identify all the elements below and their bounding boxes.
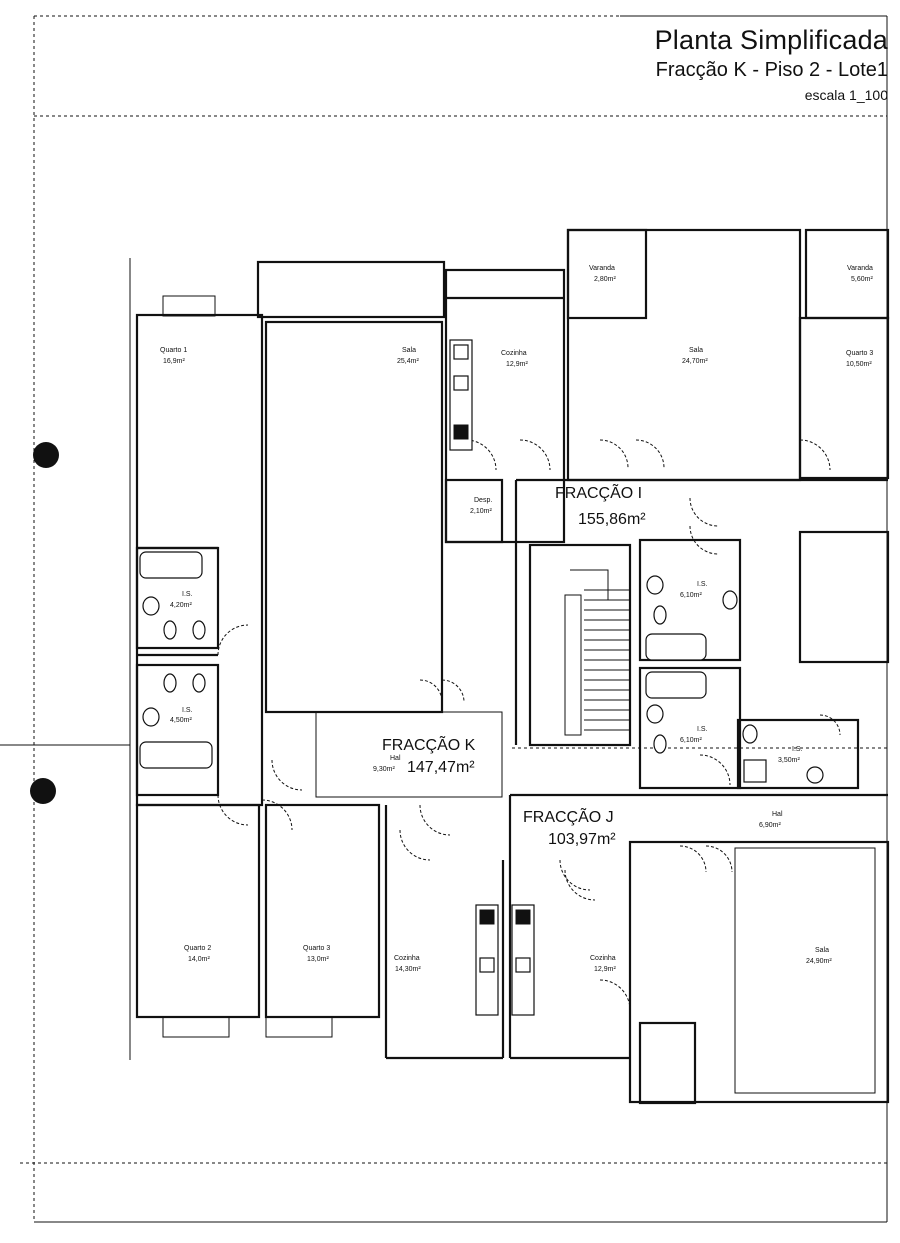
stair-treads (564, 569, 630, 736)
room-area-desp: 2,10m² (470, 508, 492, 515)
room-name-varanda-1: Varanda (589, 265, 615, 272)
room-name-desp: Desp. (474, 497, 492, 504)
room-name-is-i1: I.S. (697, 581, 708, 588)
room-area-cozinha-top: 12,9m² (506, 361, 528, 368)
room-area-sala-k: 25,4m² (397, 358, 419, 365)
title-block: Planta Simplificada Fracção K - Piso 2 -… (655, 24, 888, 106)
plan-subtitle: Fracção K - Piso 2 - Lote1 (655, 59, 888, 81)
room-name-quarto3-k: Quarto 3 (303, 945, 330, 952)
plan-scale: escala 1_100 (804, 87, 888, 103)
room-area-is-i2: 6,10m² (680, 737, 702, 744)
walls (129, 228, 890, 1105)
room-area-varanda-2: 5,60m² (851, 276, 873, 283)
fraction-labels: FRACÇÃO I 155,86m² FRACÇÃO K 147,47m² FR… (382, 482, 646, 848)
room-area-is-i1: 6,10m² (680, 592, 702, 599)
room-area-is-k1: 4,20m² (170, 602, 192, 609)
room-name-is-k1: I.S. (182, 591, 193, 598)
room-area-hall-j: 6,90m² (759, 822, 781, 829)
room-name-hall-k: Hal (390, 755, 401, 762)
room-name-hall-j: Hal (772, 811, 783, 818)
sheet-frame (0, 15, 888, 1223)
room-name-is-k2: I.S. (182, 707, 193, 714)
room-name-cozinha-j: Cozinha (590, 955, 616, 962)
plan-title: Planta Simplificada (654, 25, 888, 55)
room-name-sala-k: Sala (402, 347, 416, 354)
room-name-cozinha-top: Cozinha (501, 350, 527, 357)
room-area-quarto3-k: 13,0m² (307, 956, 329, 963)
room-labels: Quarto 1 16,9m² Sala 25,4m² Cozinha 12,9… (160, 265, 873, 973)
room-area-sala-i: 24,70m² (682, 358, 708, 365)
room-name-sala-j: Sala (815, 947, 829, 954)
room-area-cozinha-j: 12,9m² (594, 966, 616, 973)
room-name-is-j: I.S. (792, 746, 803, 753)
room-area-quarto2: 14,0m² (188, 956, 210, 963)
fraction-i-area: 155,86m² (578, 511, 646, 528)
fraction-k-area: 147,47m² (407, 759, 475, 776)
room-name-quarto1: Quarto 1 (160, 347, 187, 354)
room-name-cozinha-k: Cozinha (394, 955, 420, 962)
room-area-sala-j: 24,90m² (806, 958, 832, 965)
room-area-is-j: 3,50m² (778, 757, 800, 764)
punch-hole-top (33, 442, 59, 468)
door-swings (217, 439, 841, 1011)
fraction-j-label: FRACÇÃO J (523, 806, 614, 826)
room-name-quarto2: Quarto 2 (184, 945, 211, 952)
room-name-sala-i: Sala (689, 347, 703, 354)
room-area-cozinha-k: 14,30m² (395, 966, 421, 973)
room-area-quarto3-i: 10,50m² (846, 361, 872, 368)
room-name-varanda-2: Varanda (847, 265, 873, 272)
room-area-is-k2: 4,50m² (170, 717, 192, 724)
punch-hole-bottom (30, 778, 56, 804)
fraction-j-area: 103,97m² (548, 831, 616, 848)
room-name-is-i2: I.S. (697, 726, 708, 733)
room-area-varanda-1: 2,80m² (594, 276, 616, 283)
fraction-k-label: FRACÇÃO K (382, 734, 476, 754)
room-area-quarto1: 16,9m² (163, 358, 185, 365)
room-name-quarto3-i: Quarto 3 (846, 350, 873, 357)
fraction-i-label: FRACÇÃO I (555, 482, 642, 502)
fixtures (139, 339, 824, 1016)
room-area-hall-k: 9,30m² (373, 766, 395, 773)
